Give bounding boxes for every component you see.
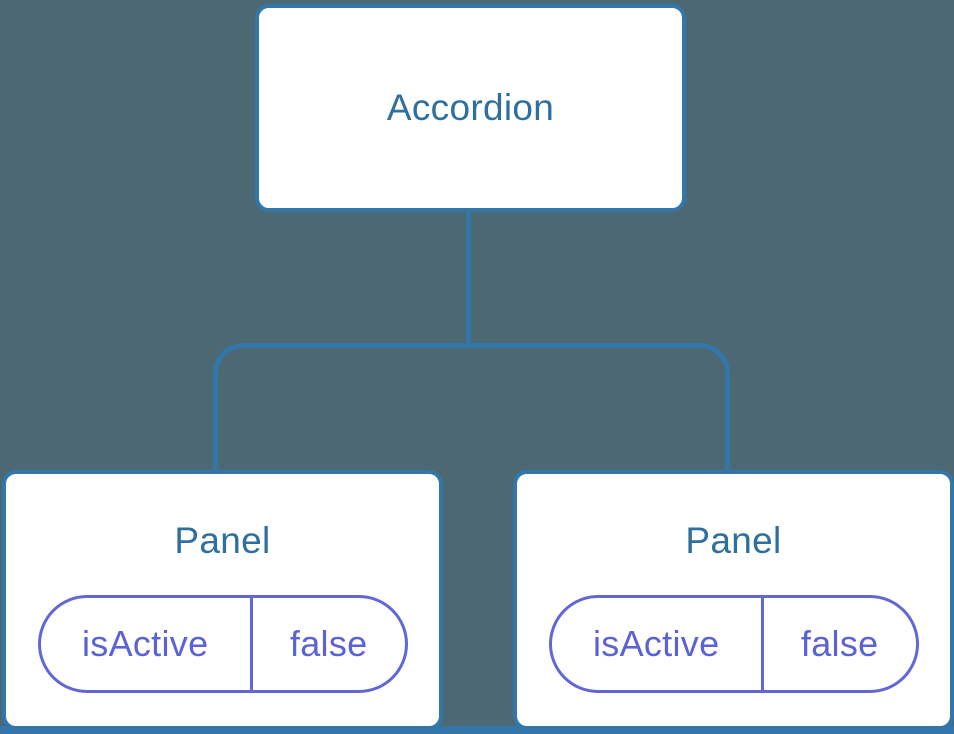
bottom-bar bbox=[0, 726, 954, 734]
connector-stem bbox=[466, 208, 471, 348]
state-key-right: isActive bbox=[552, 597, 764, 690]
state-value-left: false bbox=[289, 622, 368, 664]
state-pill-right: isActive false bbox=[548, 594, 919, 693]
state-value-right: false bbox=[800, 622, 879, 664]
state-pill-left: isActive false bbox=[37, 594, 408, 693]
connector-bracket bbox=[213, 343, 730, 470]
node-panel-right: Panel isActive false bbox=[513, 470, 954, 730]
panel-left-label: Panel bbox=[174, 520, 271, 561]
node-accordion: Accordion bbox=[255, 4, 686, 212]
state-key-left: isActive bbox=[41, 597, 253, 690]
node-panel-left: Panel isActive false bbox=[2, 470, 443, 730]
panel-right-label: Panel bbox=[685, 520, 782, 561]
accordion-node-label: Accordion bbox=[386, 86, 555, 128]
